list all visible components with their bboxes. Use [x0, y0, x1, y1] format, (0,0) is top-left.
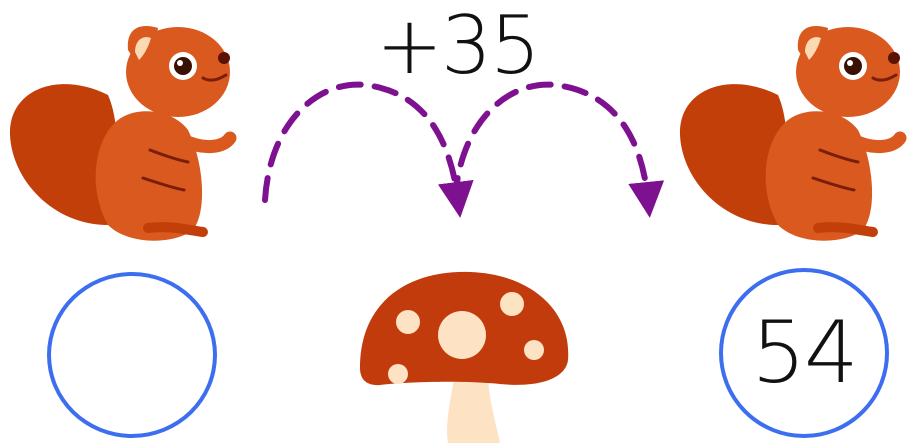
- operation-label: +35: [376, 6, 539, 86]
- hop-arrow-icon-1: [265, 85, 458, 200]
- squirrel-icon-right: [680, 26, 900, 241]
- mushroom-icon: [360, 272, 568, 443]
- result-value: 54: [751, 310, 856, 396]
- answer-input-circle[interactable]: [47, 272, 217, 438]
- hop-arrow-icon-2: [455, 85, 648, 200]
- result-circle: 54: [719, 268, 889, 438]
- squirrel-icon-left: [10, 26, 230, 241]
